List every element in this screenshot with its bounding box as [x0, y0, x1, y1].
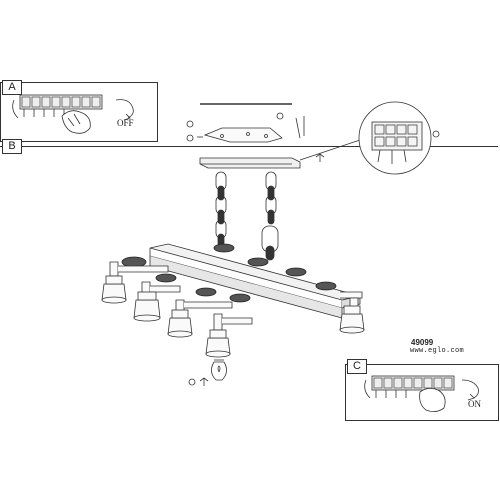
main-beam	[149, 243, 361, 319]
panel-b-border-line	[0, 146, 498, 147]
light-bulb	[211, 359, 227, 381]
panel-a-hand-icon	[61, 110, 91, 134]
panel-a-switch-off-icon	[115, 99, 134, 121]
lamp-shades	[101, 275, 365, 358]
mounting-bracket	[203, 127, 283, 143]
panel-c-label: C	[347, 359, 367, 374]
mounting-screws-group	[186, 112, 305, 142]
canopy	[199, 153, 325, 169]
panel-a-terminal-block	[12, 94, 103, 119]
panel-c-switch-on-icon	[461, 379, 479, 401]
panel-b-label: B	[2, 139, 22, 154]
panel-a-switch-state: OFF	[117, 118, 134, 128]
product-model-number: 49099	[411, 338, 434, 347]
panel-c-hand-icon	[419, 388, 446, 412]
product-website: www.eglo.com	[410, 347, 465, 355]
left-chain	[215, 171, 227, 247]
valve-wheels	[121, 243, 337, 303]
panel-c-terminal-block	[364, 375, 455, 399]
panel-c-switch-state: ON	[468, 399, 481, 409]
right-chain	[261, 171, 279, 261]
terminal-block-zoom-circle	[299, 101, 440, 175]
panel-a-label: A	[2, 80, 22, 95]
bulb-install-arrow	[188, 377, 209, 386]
